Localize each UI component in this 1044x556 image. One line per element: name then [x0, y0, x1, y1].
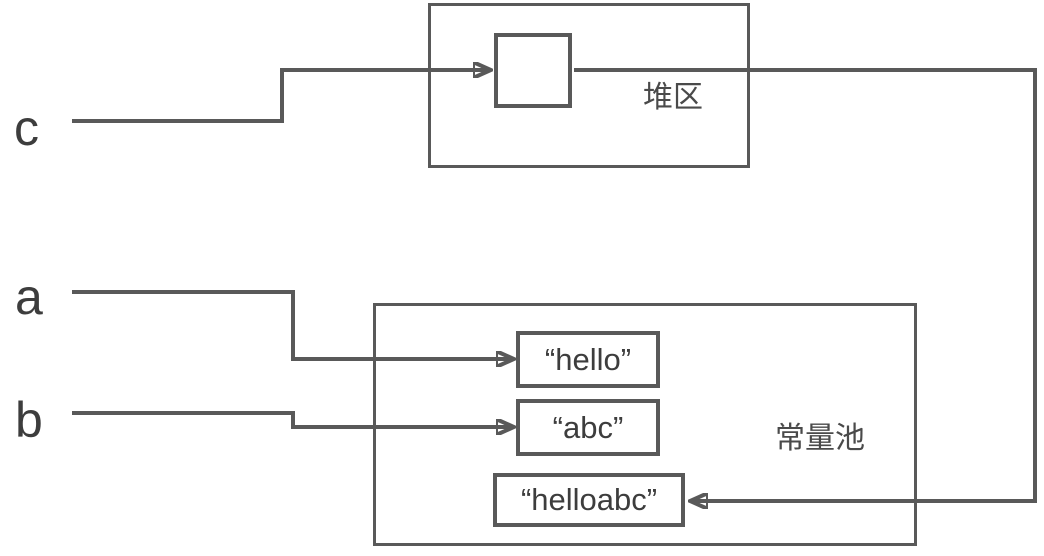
string-helloabc-box: “helloabc”	[493, 473, 685, 527]
variable-label-a: a	[15, 269, 43, 325]
string-helloabc-label: “helloabc”	[520, 482, 658, 517]
heap-object-box	[494, 33, 572, 108]
string-hello-box: “hello”	[516, 331, 660, 388]
variable-label-b: b	[15, 392, 43, 448]
constant-pool-label: 常量池	[775, 422, 865, 455]
string-hello-label: “hello”	[544, 341, 632, 377]
variable-label-c: c	[14, 100, 39, 156]
string-abc-label: “abc”	[552, 409, 624, 445]
string-abc-box: “abc”	[516, 399, 660, 456]
heap-region-label: 堆区	[643, 81, 703, 114]
